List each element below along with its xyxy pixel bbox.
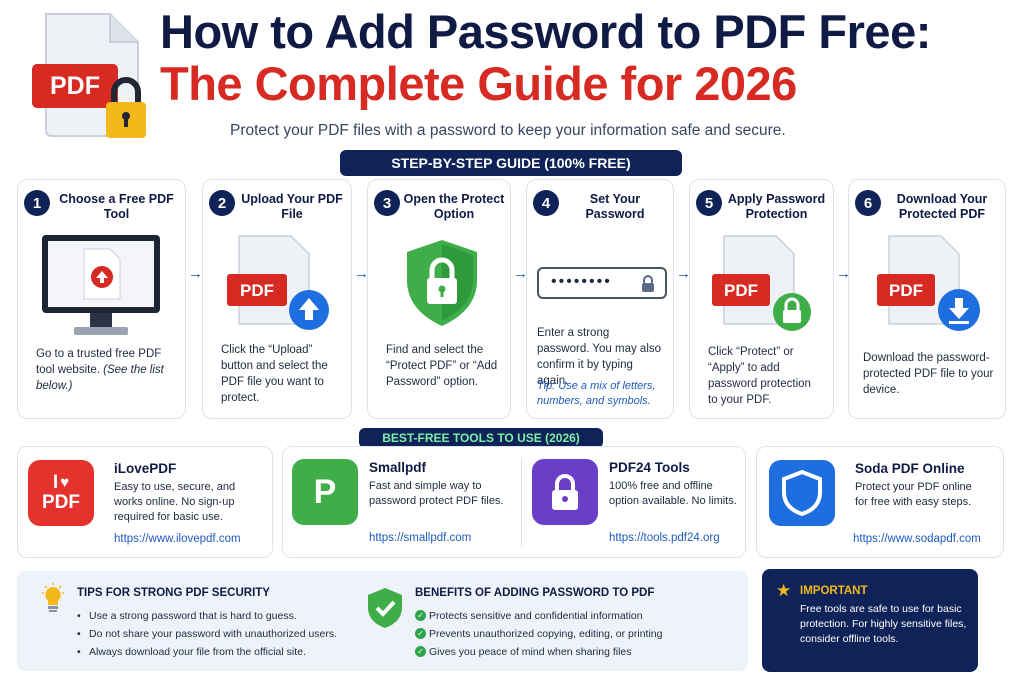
pdf-label: PDF xyxy=(724,281,758,300)
tool-card-sodapdf: Soda PDF Online Protect your PDF online … xyxy=(756,446,1004,558)
tools-heading: BEST-FREE TOOLS TO USE (2026) xyxy=(359,428,603,448)
tips-heading: TIPS FOR STRONG PDF SECURITY xyxy=(77,587,270,599)
pdf-label: PDF xyxy=(240,281,274,300)
step-number: 2 xyxy=(209,190,235,216)
step-title: Open the Protect Option xyxy=(403,192,505,221)
tool-link[interactable]: https://smallpdf.com xyxy=(369,532,472,544)
step-text: Go to a trusted free PDF tool website. (… xyxy=(36,346,175,394)
step-card-1: 1 Choose a Free PDF Tool Go to a trusted… xyxy=(17,179,186,419)
smallpdf-logo-icon: P xyxy=(292,459,358,525)
arrow-right-icon: → xyxy=(676,265,691,282)
upload-pdf-icon: PDF xyxy=(227,232,337,332)
step-description: Enter a strong password. You may also co… xyxy=(537,327,662,387)
step-description: Click the “Upload” button and select the… xyxy=(221,344,328,404)
pdf-lock-icon: PDF xyxy=(712,232,822,332)
arrow-right-icon: → xyxy=(836,265,851,282)
step-tip: Tip: Use a mix of letters, numbers, and … xyxy=(537,380,656,407)
step-number: 5 xyxy=(696,190,722,216)
step-card-3: 3 Open the Protect Option Find and selec… xyxy=(367,179,511,419)
benefits-list: Protects sensitive and confidential info… xyxy=(415,607,662,661)
password-mask: •••••••• xyxy=(551,273,612,290)
tool-description: Fast and simple way to password protect … xyxy=(369,480,504,507)
step-description: Click “Protect” or “Apply” to add passwo… xyxy=(708,346,811,406)
shield-lock-icon xyxy=(405,238,479,328)
tool-link[interactable]: https://www.sodapdf.com xyxy=(853,533,981,545)
step-number: 6 xyxy=(855,190,881,216)
password-input[interactable]: •••••••• xyxy=(537,267,667,299)
pdf-label: PDF xyxy=(889,281,923,300)
tool-link[interactable]: https://tools.pdf24.org xyxy=(609,532,720,544)
list-item: Use a strong password that is hard to gu… xyxy=(75,607,337,625)
step-title: Download Your Protected PDF xyxy=(896,192,988,221)
star-icon: ★ xyxy=(776,581,792,600)
download-pdf-icon: PDF xyxy=(877,232,987,332)
step-title: Upload Your PDF File xyxy=(241,192,343,221)
arrow-right-icon: → xyxy=(188,265,203,282)
step-card-2: 2 Upload Your PDF File PDF Click the “Up… xyxy=(202,179,352,419)
page-subtitle: Protect your PDF files with a password t… xyxy=(230,122,786,139)
list-item: Gives you peace of mind when sharing fil… xyxy=(415,643,662,661)
pdf-lock-hero-icon: PDF xyxy=(28,12,152,144)
step-title: Apply Password Protection xyxy=(727,192,826,221)
tool-description: Protect your PDF online for free with ea… xyxy=(855,481,972,508)
tool-card-ilovepdf: I♥ PDF iLovePDF Easy to use, secure, and… xyxy=(17,446,273,558)
tool-link[interactable]: https://www.ilovepdf.com xyxy=(114,533,241,545)
tool-name: Soda PDF Online xyxy=(855,461,965,476)
page-title-line1: How to Add Password to PDF Free: xyxy=(160,5,931,58)
important-box: ★ IMPORTANT Free tools are safe to use f… xyxy=(762,569,978,672)
steps-heading: STEP-BY-STEP GUIDE (100% FREE) xyxy=(340,150,682,176)
step-card-4: 4 Set Your Password •••••••• Enter a str… xyxy=(526,179,674,419)
logo-letter: I xyxy=(52,472,59,493)
ilovepdf-logo-top: I♥ xyxy=(53,473,69,493)
step-number: 3 xyxy=(374,190,400,216)
pdf24-lock-icon xyxy=(532,459,598,525)
shield-check-icon xyxy=(367,587,403,629)
tips-benefits-panel: TIPS FOR STRONG PDF SECURITY Use a stron… xyxy=(17,571,748,671)
arrow-right-icon: → xyxy=(354,265,369,282)
shield-icon xyxy=(769,460,835,526)
tool-name: iLovePDF xyxy=(114,461,177,476)
tool-name: Smallpdf xyxy=(369,460,427,475)
list-item: Always download your file from the offic… xyxy=(75,643,337,661)
list-item: Protects sensitive and confidential info… xyxy=(415,607,662,625)
ilovepdf-logo-icon: I♥ PDF xyxy=(28,460,94,526)
step-card-6: 6 Download Your Protected PDF PDF Downlo… xyxy=(848,179,1006,419)
step-card-5: 5 Apply Password Protection PDF Click “P… xyxy=(689,179,834,419)
important-heading: IMPORTANT xyxy=(800,585,868,597)
step-note: (See the list below.) xyxy=(36,364,164,392)
tool-description: Easy to use, secure, and works online. N… xyxy=(114,481,236,523)
tool-card-group xyxy=(282,446,746,558)
logo-text: PDF xyxy=(42,492,80,513)
step-description: Download the password-protected PDF file… xyxy=(863,352,994,396)
page-title-line2: The Complete Guide for 2026 xyxy=(160,57,797,110)
step-number: 1 xyxy=(24,190,50,216)
arrow-right-icon: → xyxy=(513,265,528,282)
list-item: Do not share your password with unauthor… xyxy=(75,625,337,643)
important-text: Free tools are safe to use for basic pro… xyxy=(800,603,967,645)
lock-icon xyxy=(642,275,654,292)
lightbulb-icon xyxy=(41,583,65,615)
hero-pdf-label: PDF xyxy=(50,72,100,100)
tips-list: Use a strong password that is hard to gu… xyxy=(75,607,337,661)
step-title: Set Your Password xyxy=(585,192,645,221)
tool-name: PDF24 Tools xyxy=(609,460,690,475)
step-description: Go to a trusted free PDF tool website. xyxy=(36,348,162,376)
list-item: Prevents unauthorized copying, editing, … xyxy=(415,625,662,643)
benefits-heading: BENEFITS OF ADDING PASSWORD TO PDF xyxy=(415,587,655,599)
step-number: 4 xyxy=(533,190,559,216)
heart-icon: ♥ xyxy=(60,474,70,491)
step-description: Find and select the “Protect PDF” or “Ad… xyxy=(386,344,498,388)
tool-description: 100% free and offline option available. … xyxy=(609,480,737,507)
divider xyxy=(521,459,522,547)
step-title: Choose a Free PDF Tool xyxy=(59,192,174,221)
monitor-icon xyxy=(40,233,162,339)
